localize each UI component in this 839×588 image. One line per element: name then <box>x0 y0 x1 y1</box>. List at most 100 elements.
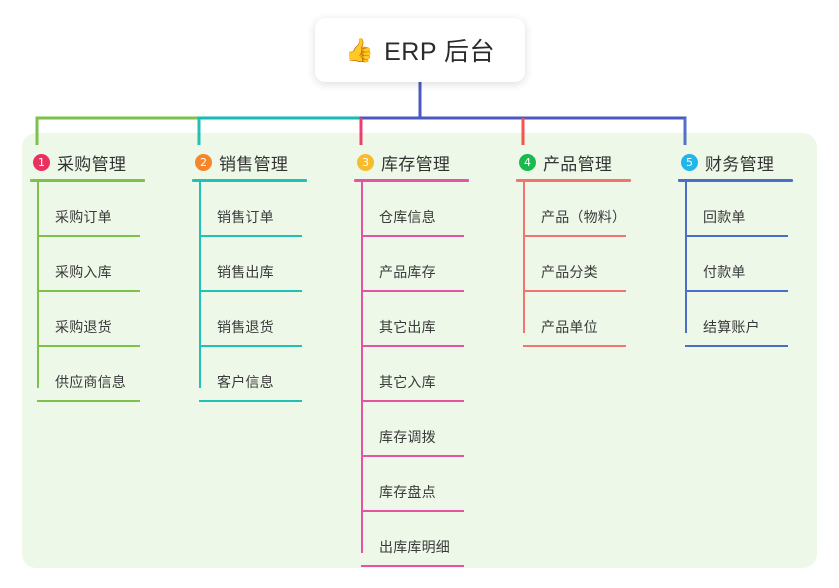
branch-spine-line <box>685 182 687 333</box>
branch-underline <box>354 179 469 182</box>
branch-item-underline <box>361 455 464 457</box>
branch-item-underline <box>199 290 302 292</box>
branch-item-underline <box>361 565 464 567</box>
branch-underline <box>192 179 307 182</box>
branch-item-label: 采购入库 <box>55 264 112 280</box>
branch-item-label: 产品单位 <box>541 319 598 335</box>
branch-item[interactable]: 销售退货 <box>192 292 354 347</box>
branch-title: 库存管理 <box>381 154 451 174</box>
branch-item[interactable]: 供应商信息 <box>30 347 192 402</box>
branch-item-label: 回款单 <box>703 209 746 225</box>
branch-spine-line <box>199 182 201 388</box>
branch-item[interactable]: 销售出库 <box>192 237 354 292</box>
branch-item-label: 销售退货 <box>217 319 274 335</box>
branch-item-underline <box>685 235 788 237</box>
branch-item-underline <box>37 345 140 347</box>
branch-item[interactable]: 销售订单 <box>192 182 354 237</box>
branch-underline <box>516 179 631 182</box>
branch-item[interactable]: 出库库明细 <box>354 512 516 567</box>
branch-title: 产品管理 <box>543 154 613 174</box>
branch-item[interactable]: 付款单 <box>678 237 839 292</box>
root-node[interactable]: 👍 ERP 后台 <box>315 18 525 82</box>
branch-item[interactable]: 客户信息 <box>192 347 354 402</box>
branch-item-underline <box>361 235 464 237</box>
branch-item-underline <box>361 290 464 292</box>
branch-item-list: 产品（物料） 产品分类产品单位 <box>516 182 678 347</box>
branch-item-label: 产品库存 <box>379 264 436 280</box>
branch-item-underline <box>523 235 626 237</box>
branch-item-label: 库存调拨 <box>379 429 436 445</box>
branch-item[interactable]: 回款单 <box>678 182 839 237</box>
branch-column-5: 5 财务管理回款单付款单结算账户 <box>678 145 839 347</box>
branch-item-underline <box>361 345 464 347</box>
branch-header-5[interactable]: 5 财务管理 <box>678 145 839 179</box>
branch-header-2[interactable]: 2 销售管理 <box>192 145 354 179</box>
branch-item-underline <box>361 510 464 512</box>
branch-item-underline <box>361 400 464 402</box>
branch-item[interactable]: 产品（物料） <box>516 182 678 237</box>
branch-item-label: 付款单 <box>703 264 746 280</box>
branch-item-list: 回款单付款单结算账户 <box>678 182 839 347</box>
branch-item-label: 采购订单 <box>55 209 112 225</box>
branch-spine-line <box>361 182 363 553</box>
branch-item-label: 销售订单 <box>217 209 274 225</box>
branch-item-list: 采购订单采购入库采购退货供应商信息 <box>30 182 192 402</box>
branch-item-underline <box>685 290 788 292</box>
branch-item-underline <box>37 400 140 402</box>
branch-underline <box>678 179 793 182</box>
branch-item[interactable]: 其它出库 <box>354 292 516 347</box>
branch-number-badge: 5 <box>681 153 698 171</box>
branch-item-label: 产品分类 <box>541 264 598 280</box>
branch-title: 财务管理 <box>705 154 775 174</box>
branch-item-label: 供应商信息 <box>55 374 126 390</box>
branch-item-label: 结算账户 <box>703 319 760 335</box>
branch-item-label: 客户信息 <box>217 374 274 390</box>
branch-item[interactable]: 库存调拨 <box>354 402 516 457</box>
branch-item-underline <box>523 290 626 292</box>
branch-spine-line <box>523 182 525 333</box>
branch-item-list: 销售订单销售出库销售退货客户信息 <box>192 182 354 402</box>
branch-item-underline <box>199 345 302 347</box>
thumbs-up-emoji: 👍 <box>344 36 375 63</box>
diagram-background-panel <box>22 133 817 568</box>
branch-number-badge: 2 <box>195 153 212 171</box>
root-node-label: 👍 ERP 后台 <box>345 32 495 68</box>
branch-item-label: 库存盘点 <box>379 484 436 500</box>
branch-item[interactable]: 采购退货 <box>30 292 192 347</box>
branch-spine-line <box>37 182 39 388</box>
branch-item-underline <box>685 345 788 347</box>
branch-item-underline <box>37 235 140 237</box>
branch-title: 销售管理 <box>219 154 289 174</box>
branch-item[interactable]: 产品单位 <box>516 292 678 347</box>
branch-item-underline <box>199 400 302 402</box>
branch-item-label: 出库库明细 <box>379 539 450 555</box>
branch-item[interactable]: 库存盘点 <box>354 457 516 512</box>
branch-item-label: 产品（物料） <box>541 209 627 225</box>
branch-item-label: 仓库信息 <box>379 209 436 225</box>
branch-item[interactable]: 产品库存 <box>354 237 516 292</box>
branch-item-label: 其它出库 <box>379 319 436 335</box>
branch-item-underline <box>523 345 626 347</box>
branch-item[interactable]: 采购入库 <box>30 237 192 292</box>
branch-number-badge: 1 <box>33 153 50 171</box>
branch-item[interactable]: 仓库信息 <box>354 182 516 237</box>
branch-item[interactable]: 产品分类 <box>516 237 678 292</box>
branch-item[interactable]: 采购订单 <box>30 182 192 237</box>
branch-number-badge: 4 <box>519 153 536 171</box>
branch-title: 采购管理 <box>57 154 127 174</box>
branch-item-underline <box>37 290 140 292</box>
branch-item-underline <box>199 235 302 237</box>
root-title-text: ERP 后台 <box>384 38 496 66</box>
branch-header-4[interactable]: 4 产品管理 <box>516 145 678 179</box>
branch-column-4: 4 产品管理产品（物料） 产品分类产品单位 <box>516 145 678 347</box>
branch-header-1[interactable]: 1 采购管理 <box>30 145 192 179</box>
branch-item-label: 其它入库 <box>379 374 436 390</box>
branch-item[interactable]: 其它入库 <box>354 347 516 402</box>
branch-item-label: 销售出库 <box>217 264 274 280</box>
branch-item-list: 仓库信息产品库存其它出库其它入库库存调拨库存盘点出库库明细 <box>354 182 516 567</box>
branch-item[interactable]: 结算账户 <box>678 292 839 347</box>
